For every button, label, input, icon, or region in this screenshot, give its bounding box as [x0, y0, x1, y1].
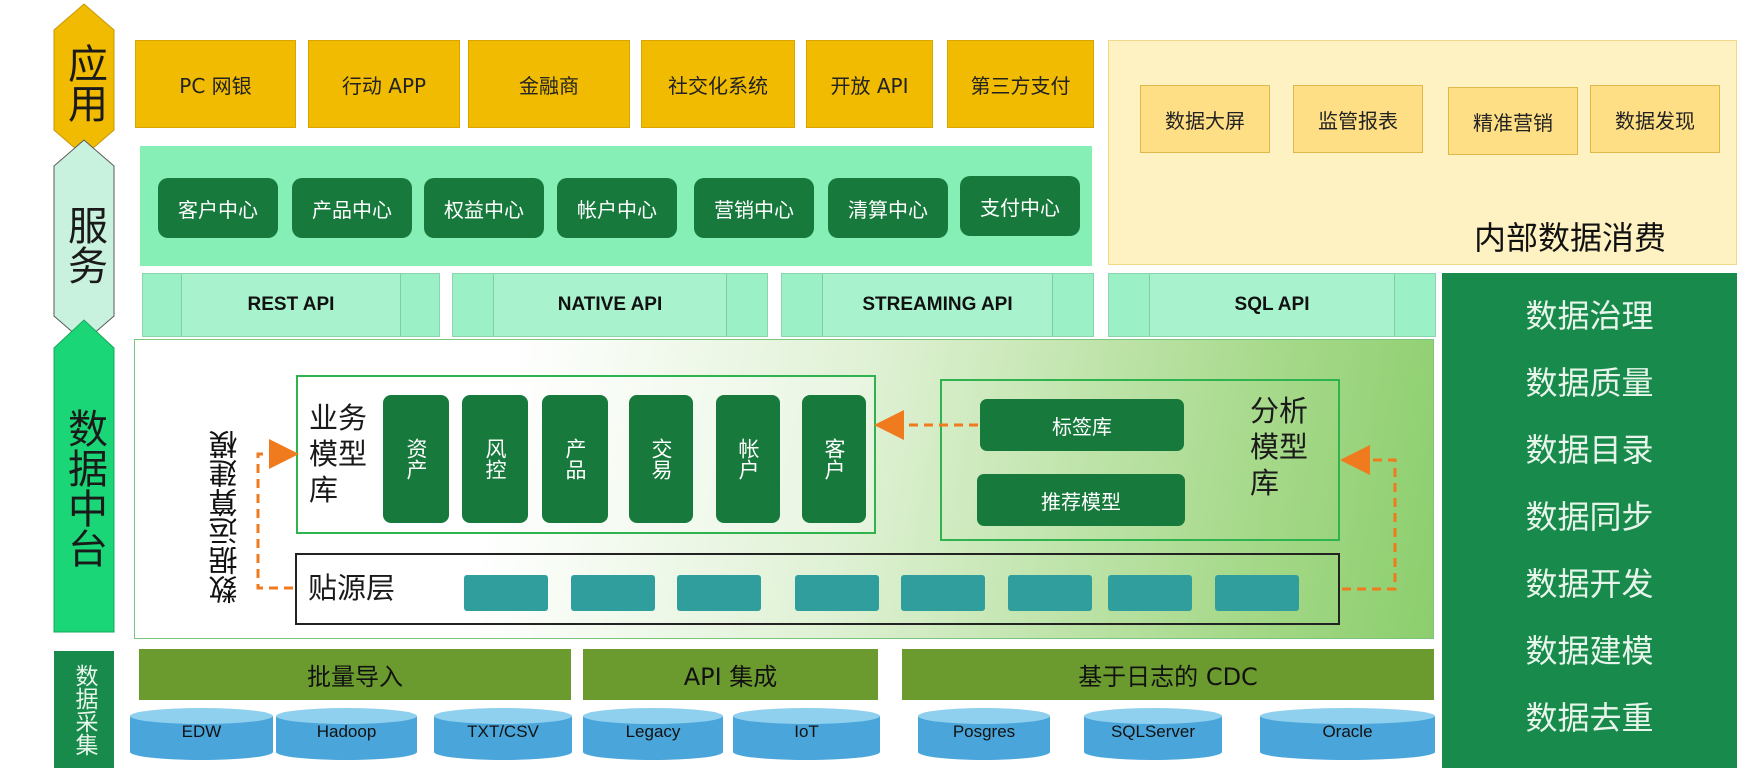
collection-layer-bar: [54, 651, 114, 768]
business-model-risk: 风控: [462, 395, 528, 523]
platform-layer-arrow: [53, 319, 115, 633]
business-model-transaction: 交易: [629, 395, 693, 523]
internal-data-discovery: 数据发现: [1590, 85, 1720, 153]
layer-label-application: 应用: [61, 43, 107, 123]
api-bar-native: NATIVE API: [452, 273, 768, 337]
api-label-native: NATIVE API: [493, 274, 727, 336]
app-pc-banking: PC 网银: [135, 40, 296, 128]
source-db-label: TXT/CSV: [467, 722, 539, 741]
business-model-lib-label: 业务模型库: [309, 401, 368, 507]
analysis-model-recommendation: 推荐模型: [977, 474, 1185, 526]
source-db-txt-csv: TXT/CSV: [434, 708, 572, 760]
service-marketing-center: 营销中心: [694, 178, 814, 238]
source-db-label: Oracle: [1322, 722, 1373, 741]
analysis-model-lib-label: 分析模型库: [1250, 394, 1309, 500]
service-account-center: 帐户中心: [557, 178, 677, 238]
source-db-posgres: Posgres: [918, 708, 1050, 760]
api-label-rest: REST API: [181, 274, 401, 336]
source-layer-cell: [1215, 575, 1299, 611]
governance-item: 数据开发: [1525, 565, 1654, 603]
service-clearing-center: 清算中心: [828, 178, 948, 238]
service-payment-center: 支付中心: [960, 176, 1080, 236]
source-db-label: Legacy: [625, 722, 681, 741]
service-layer-arrow: [53, 139, 115, 343]
source-layer-cell: [677, 575, 761, 611]
source-layer-cell: [571, 575, 655, 611]
internal-big-screen: 数据大屏: [1140, 85, 1270, 153]
api-bar-rest: REST API: [142, 273, 440, 337]
source-layer-frame: [295, 553, 1340, 625]
source-layer-cell: [1108, 575, 1192, 611]
collection-batch-import: 批量导入: [139, 649, 571, 700]
business-model-account: 帐户: [716, 395, 780, 523]
service-rights-center: 权益中心: [424, 178, 544, 238]
analysis-model-tag-library: 标签库: [980, 399, 1184, 451]
layer-label-service: 服务: [61, 205, 107, 285]
app-mobile-app: 行动 APP: [308, 40, 460, 128]
governance-item: 数据治理: [1525, 297, 1654, 335]
service-customer-center: 客户中心: [158, 178, 278, 238]
source-db-legacy: Legacy: [583, 708, 723, 760]
api-label-sql: SQL API: [1149, 274, 1395, 336]
collection-api-integration: API 集成: [583, 649, 878, 700]
internal-regulatory-report: 监管报表: [1293, 85, 1423, 153]
source-db-iot: IoT: [733, 708, 880, 760]
source-db-label: EDW: [181, 722, 222, 741]
business-model-asset: 资产: [383, 395, 449, 523]
internal-precision-marketing: 精准营销: [1448, 87, 1578, 155]
api-label-streaming: STREAMING API: [822, 274, 1053, 336]
source-layer-cell: [1008, 575, 1092, 611]
source-layer-cell: [464, 575, 548, 611]
app-layer-arrow: [53, 3, 115, 157]
source-db-sqlserver: SQLServer: [1084, 708, 1222, 760]
governance-item: 数据质量: [1525, 364, 1654, 402]
business-model-product: 产品: [542, 395, 608, 523]
source-db-oracle: Oracle: [1260, 708, 1435, 760]
app-open-api: 开放 API: [806, 40, 933, 128]
app-financial-merchant: 金融商: [468, 40, 630, 128]
layer-label-collection: 数据采集: [71, 664, 97, 756]
source-db-edw: EDW: [130, 708, 273, 760]
source-layer-cell: [901, 575, 985, 611]
source-db-label: IoT: [794, 722, 819, 741]
source-layer-label: 贴源层: [308, 571, 396, 605]
analysis-model-frame: [940, 379, 1340, 541]
governance-item: 数据同步: [1525, 498, 1654, 536]
collection-log-cdc: 基于日志的 CDC: [902, 649, 1434, 700]
source-db-label: Posgres: [952, 722, 1016, 741]
governance-item: 数据建模: [1525, 632, 1654, 670]
source-db-label: Hadoop: [316, 722, 377, 741]
api-bar-streaming: STREAMING API: [781, 273, 1094, 337]
internal-consumption-title: 内部数据消费: [1474, 219, 1667, 257]
source-db-hadoop: Hadoop: [276, 708, 417, 760]
service-product-center: 产品中心: [292, 178, 412, 238]
api-bar-sql: SQL API: [1108, 273, 1436, 337]
source-layer-cell: [795, 575, 879, 611]
source-db-label: SQLServer: [1110, 722, 1196, 741]
layer-arrows: [53, 3, 115, 768]
governance-item: 数据目录: [1525, 431, 1654, 469]
business-model-customer: 客户: [802, 395, 866, 523]
app-social-system: 社交化系统: [641, 40, 795, 128]
governance-item: 数据去重: [1525, 699, 1654, 737]
app-third-party-payment: 第三方支付: [947, 40, 1094, 128]
governance-panel: 数据治理 数据质量 数据目录 数据同步 数据开发 数据建模 数据去重: [1442, 273, 1737, 768]
compute-modeling-label: 数据运算建模: [208, 430, 242, 604]
layer-label-data-platform: 数据中台: [61, 408, 107, 568]
